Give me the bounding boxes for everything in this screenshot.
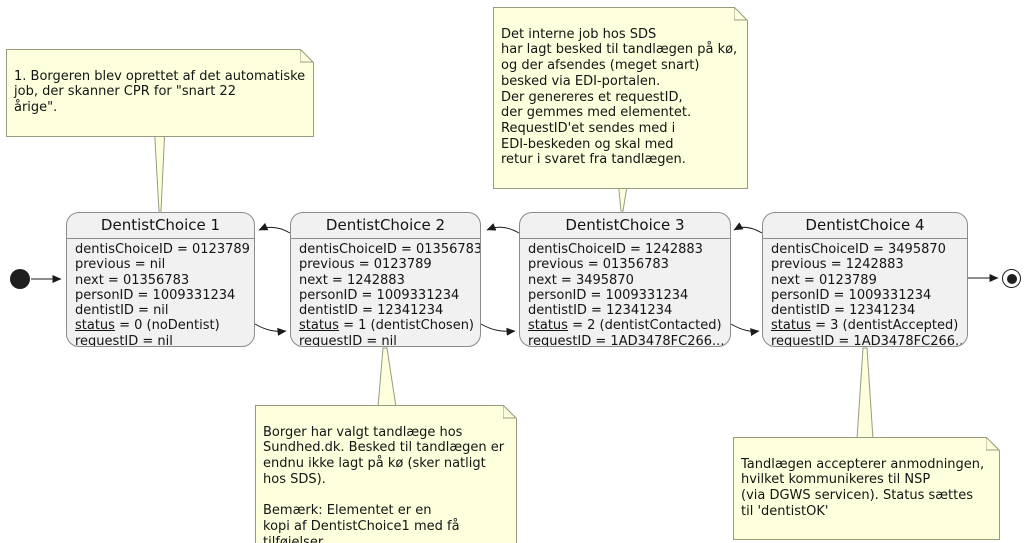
state-title: DentistChoice 4 xyxy=(763,213,967,239)
state-field: dentisChoiceID = 1242883 xyxy=(528,242,703,257)
edge-state2-to-state1 xyxy=(258,222,291,234)
final-state-icon xyxy=(1002,269,1021,288)
state-dentistchoice-2: DentistChoice 2 dentisChoiceID = 0135678… xyxy=(290,212,481,347)
state-field: status = 3 (dentistAccepted) xyxy=(771,318,959,334)
note-text: Det interne job hos SDS har lagt besked … xyxy=(501,26,738,168)
state-field: dentisChoiceID = 3495870 xyxy=(771,242,946,257)
state-field: dentisChoiceID = 01356783 xyxy=(299,242,481,257)
note-fold-icon xyxy=(734,7,748,21)
note-text: 1. Borgeren blev oprettet af det automat… xyxy=(14,68,306,116)
state-field: personID = 1009331234 xyxy=(75,287,236,303)
note-sds-edi-job: Det interne job hos SDS har lagt besked … xyxy=(493,7,748,189)
state-field: requestID = 1AD3478FC266... xyxy=(771,333,968,347)
note-fold-icon xyxy=(300,49,314,63)
state-field: next = 1242883 xyxy=(299,272,405,288)
state-field: personID = 1009331234 xyxy=(299,287,460,303)
state-field: next = 3495870 xyxy=(528,272,634,288)
state-title: DentistChoice 2 xyxy=(291,213,480,239)
state-field: requestID = nil xyxy=(299,333,397,347)
state-title: DentistChoice 3 xyxy=(520,213,730,239)
state-title: DentistChoice 1 xyxy=(67,213,254,239)
state-dentistchoice-4: DentistChoice 4 dentisChoiceID = 3495870… xyxy=(762,212,968,347)
edge-state3-to-state2 xyxy=(486,223,520,234)
state-dentistchoice-3: DentistChoice 3 dentisChoiceID = 1242883… xyxy=(519,212,731,347)
note-tail-3 xyxy=(377,347,397,408)
state-field: personID = 1009331234 xyxy=(771,287,932,303)
note-tail-4 xyxy=(856,347,874,440)
note-text: Borger har valgt tandlæge hos Sundhed.dk… xyxy=(263,424,505,543)
state-field: dentistID = 12341234 xyxy=(771,303,916,319)
state-field: status = 2 (dentistContacted) xyxy=(528,318,722,334)
edge-state1-to-state2 xyxy=(254,323,287,336)
initial-state-icon xyxy=(10,269,30,289)
note-text: Tandlægen accepterer anmodningen, hvilke… xyxy=(741,456,985,519)
edge-state2-to-state3 xyxy=(480,323,516,336)
note-fold-icon xyxy=(503,405,517,419)
note-fold-icon xyxy=(986,437,1000,451)
state-field: dentisChoiceID = 0123789 xyxy=(75,242,250,257)
state-dentistchoice-1: DentistChoice 1 dentisChoiceID = 0123789… xyxy=(66,212,255,347)
state-field: dentistID = 12341234 xyxy=(299,303,444,319)
state-field: next = 01356783 xyxy=(75,272,190,288)
state-field: next = 0123789 xyxy=(771,272,877,288)
state-field: personID = 1009331234 xyxy=(528,287,689,303)
edge-state3-to-state4 xyxy=(730,323,760,337)
note-borger-oprettet: 1. Borgeren blev oprettet af det automat… xyxy=(6,49,314,137)
note-tandlaege-accepterer: Tandlægen accepterer anmodningen, hvilke… xyxy=(733,437,1000,541)
state-field: previous = 01356783 xyxy=(528,257,669,273)
state-field: requestID = 1AD3478FC266... xyxy=(528,333,725,347)
edge-state4-to-state3 xyxy=(733,222,763,234)
state-field: dentistID = 12341234 xyxy=(528,303,673,319)
note-borger-valgt-tandlaege: Borger har valgt tandlæge hos Sundhed.dk… xyxy=(255,405,517,543)
state-field: dentistID = nil xyxy=(75,303,169,319)
state-field: previous = nil xyxy=(75,257,166,273)
state-field: previous = 0123789 xyxy=(299,257,432,273)
state-field: previous = 1242883 xyxy=(771,257,904,273)
state-field: requestID = nil xyxy=(75,333,173,347)
state-field: status = 1 (dentistChosen) xyxy=(299,318,475,334)
final-state-inner-dot xyxy=(1006,273,1017,284)
state-field: status = 0 (noDentist) xyxy=(75,318,220,334)
